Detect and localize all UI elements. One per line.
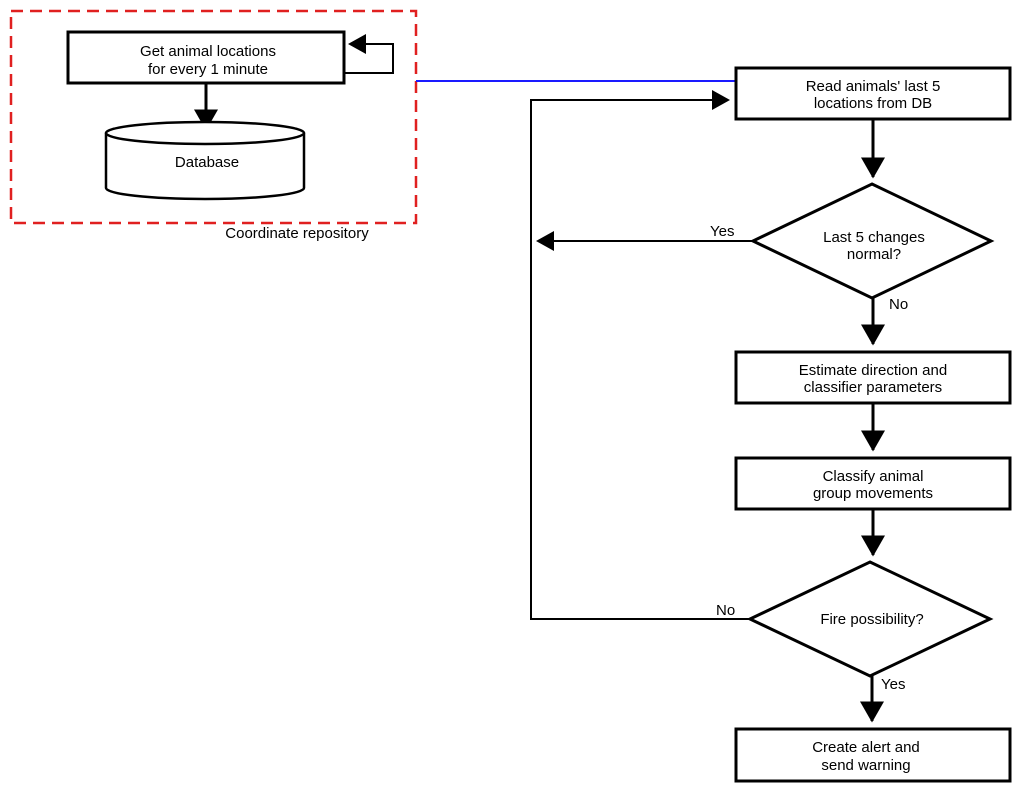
classify-box [734,456,1012,511]
read-locations-line2: locations from DB [814,95,932,112]
fire-no-label: No [716,602,735,619]
fire-yes-label: Yes [881,676,905,693]
read-locations-line1: Read animals' last 5 [806,78,941,95]
normal-check-line1: Last 5 changes [823,229,925,246]
coordinate-repository-label: Coordinate repository [225,225,369,242]
coordinate-repository-group [9,9,418,225]
alert-line1: Create alert and [812,739,920,756]
read-locations-box [734,66,1012,121]
fire-no-loop-arrow [530,90,750,620]
database-cylinder [104,120,306,201]
normal-yes-label: Yes [710,223,734,240]
get-locations-line2: for every 1 minute [148,61,268,78]
get-locations-box [66,30,346,85]
classify-line2: group movements [813,485,933,502]
estimate-line1: Estimate direction and [799,362,947,379]
estimate-line2: classifier parameters [804,379,942,396]
alert-line2: send warning [821,757,910,774]
get-locations-line1: Get animal locations [140,43,276,60]
fire-check-diamond [746,560,994,678]
fire-check-line1: Fire possibility? [820,611,923,628]
estimate-box [734,350,1012,405]
classify-line1: Classify animal [823,468,924,485]
repeat-loop-arrow [344,34,394,74]
database-label: Database [175,154,239,171]
normal-no-label: No [889,296,908,313]
normal-check-line2: normal? [847,246,901,263]
alert-box [734,727,1012,783]
